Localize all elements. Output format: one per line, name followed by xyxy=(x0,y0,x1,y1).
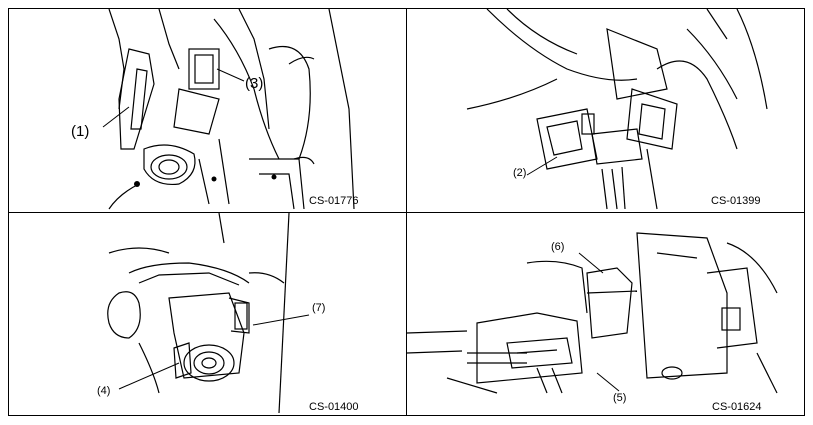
callout-4: (4) xyxy=(97,385,111,397)
figure-code: CS-01624 xyxy=(712,401,762,413)
panel-top-left: (1) (3) CS-01776 xyxy=(9,9,406,212)
figure-code: CS-01776 xyxy=(309,195,359,207)
callout-1: (1) xyxy=(71,123,90,140)
callout-6: (6) xyxy=(551,241,565,253)
harness-bracket-drawing xyxy=(407,232,778,394)
figure-sheet: (1) (3) CS-01776 xyxy=(8,8,805,416)
callout-2: (2) xyxy=(513,167,527,179)
key-cylinder-drawing xyxy=(107,213,310,414)
panel-bottom-left: (7) (4) CS-01400 xyxy=(9,213,406,416)
figure-code: CS-01399 xyxy=(711,195,761,207)
steering-column-switch-drawing xyxy=(102,9,355,210)
figure-code: CS-01400 xyxy=(309,401,359,413)
callout-3: (3) xyxy=(245,75,264,92)
callout-5: (5) xyxy=(613,392,627,404)
divider-horizontal xyxy=(9,212,804,213)
panel-top-right: (2) CS-01399 xyxy=(407,9,804,212)
callout-7: (7) xyxy=(312,302,326,314)
panel-bottom-right: (6) (5) CS-01624 xyxy=(407,213,804,416)
connector-drawing xyxy=(466,9,768,210)
